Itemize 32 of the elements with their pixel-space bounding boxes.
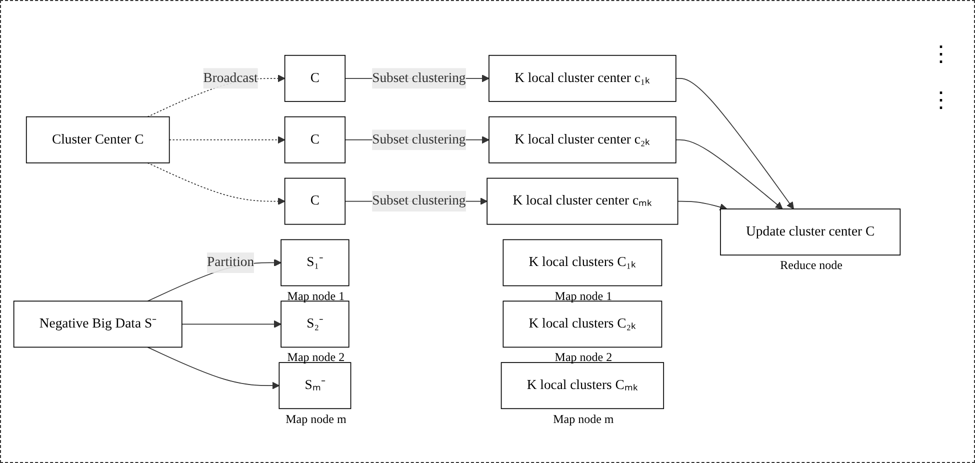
node-box: Cluster Center C [26,116,170,164]
edge-label: Subset clustering [372,132,466,147]
arrow [147,346,280,390]
node-box: K local clusters C₂ₖ [502,300,662,348]
arrow [168,136,286,144]
node-box: C [284,54,346,102]
edge-label: Subset clustering [372,194,466,208]
ellipsis-label: ⋮ [930,41,952,67]
node-box: Update cluster center C [720,208,901,256]
node-box: Negative Big Data S⁻ [13,300,182,348]
node-caption: Map node m [286,412,346,427]
node-box: K local clusters Cₘₖ [500,362,664,410]
edge-label: Subset clustering [372,70,466,86]
node-caption: Reduce node [780,258,842,274]
node-box: S₁⁻ [280,239,350,286]
ellipsis-label: ⋮ [930,87,952,113]
arrow [675,139,783,210]
node-box: K local cluster center c₂ₖ [488,116,676,164]
node-box: S₂⁻ [280,300,350,348]
edge-label: Broadcast [203,70,258,86]
arrow [675,78,794,210]
arrow [181,320,282,328]
arrow [147,162,286,206]
node-box: K local clusters C₁ₖ [502,239,662,286]
node-caption: Map node m [553,412,614,427]
arrow [677,200,728,211]
node-box: Sₘ⁻ [278,362,352,410]
node-box: K local cluster center cₘₖ [486,178,678,225]
node-box: C [284,116,346,164]
node-box: C [284,178,346,225]
edge-label: Partition [207,255,254,270]
node-box: K local cluster center c₁ₖ [488,54,676,102]
